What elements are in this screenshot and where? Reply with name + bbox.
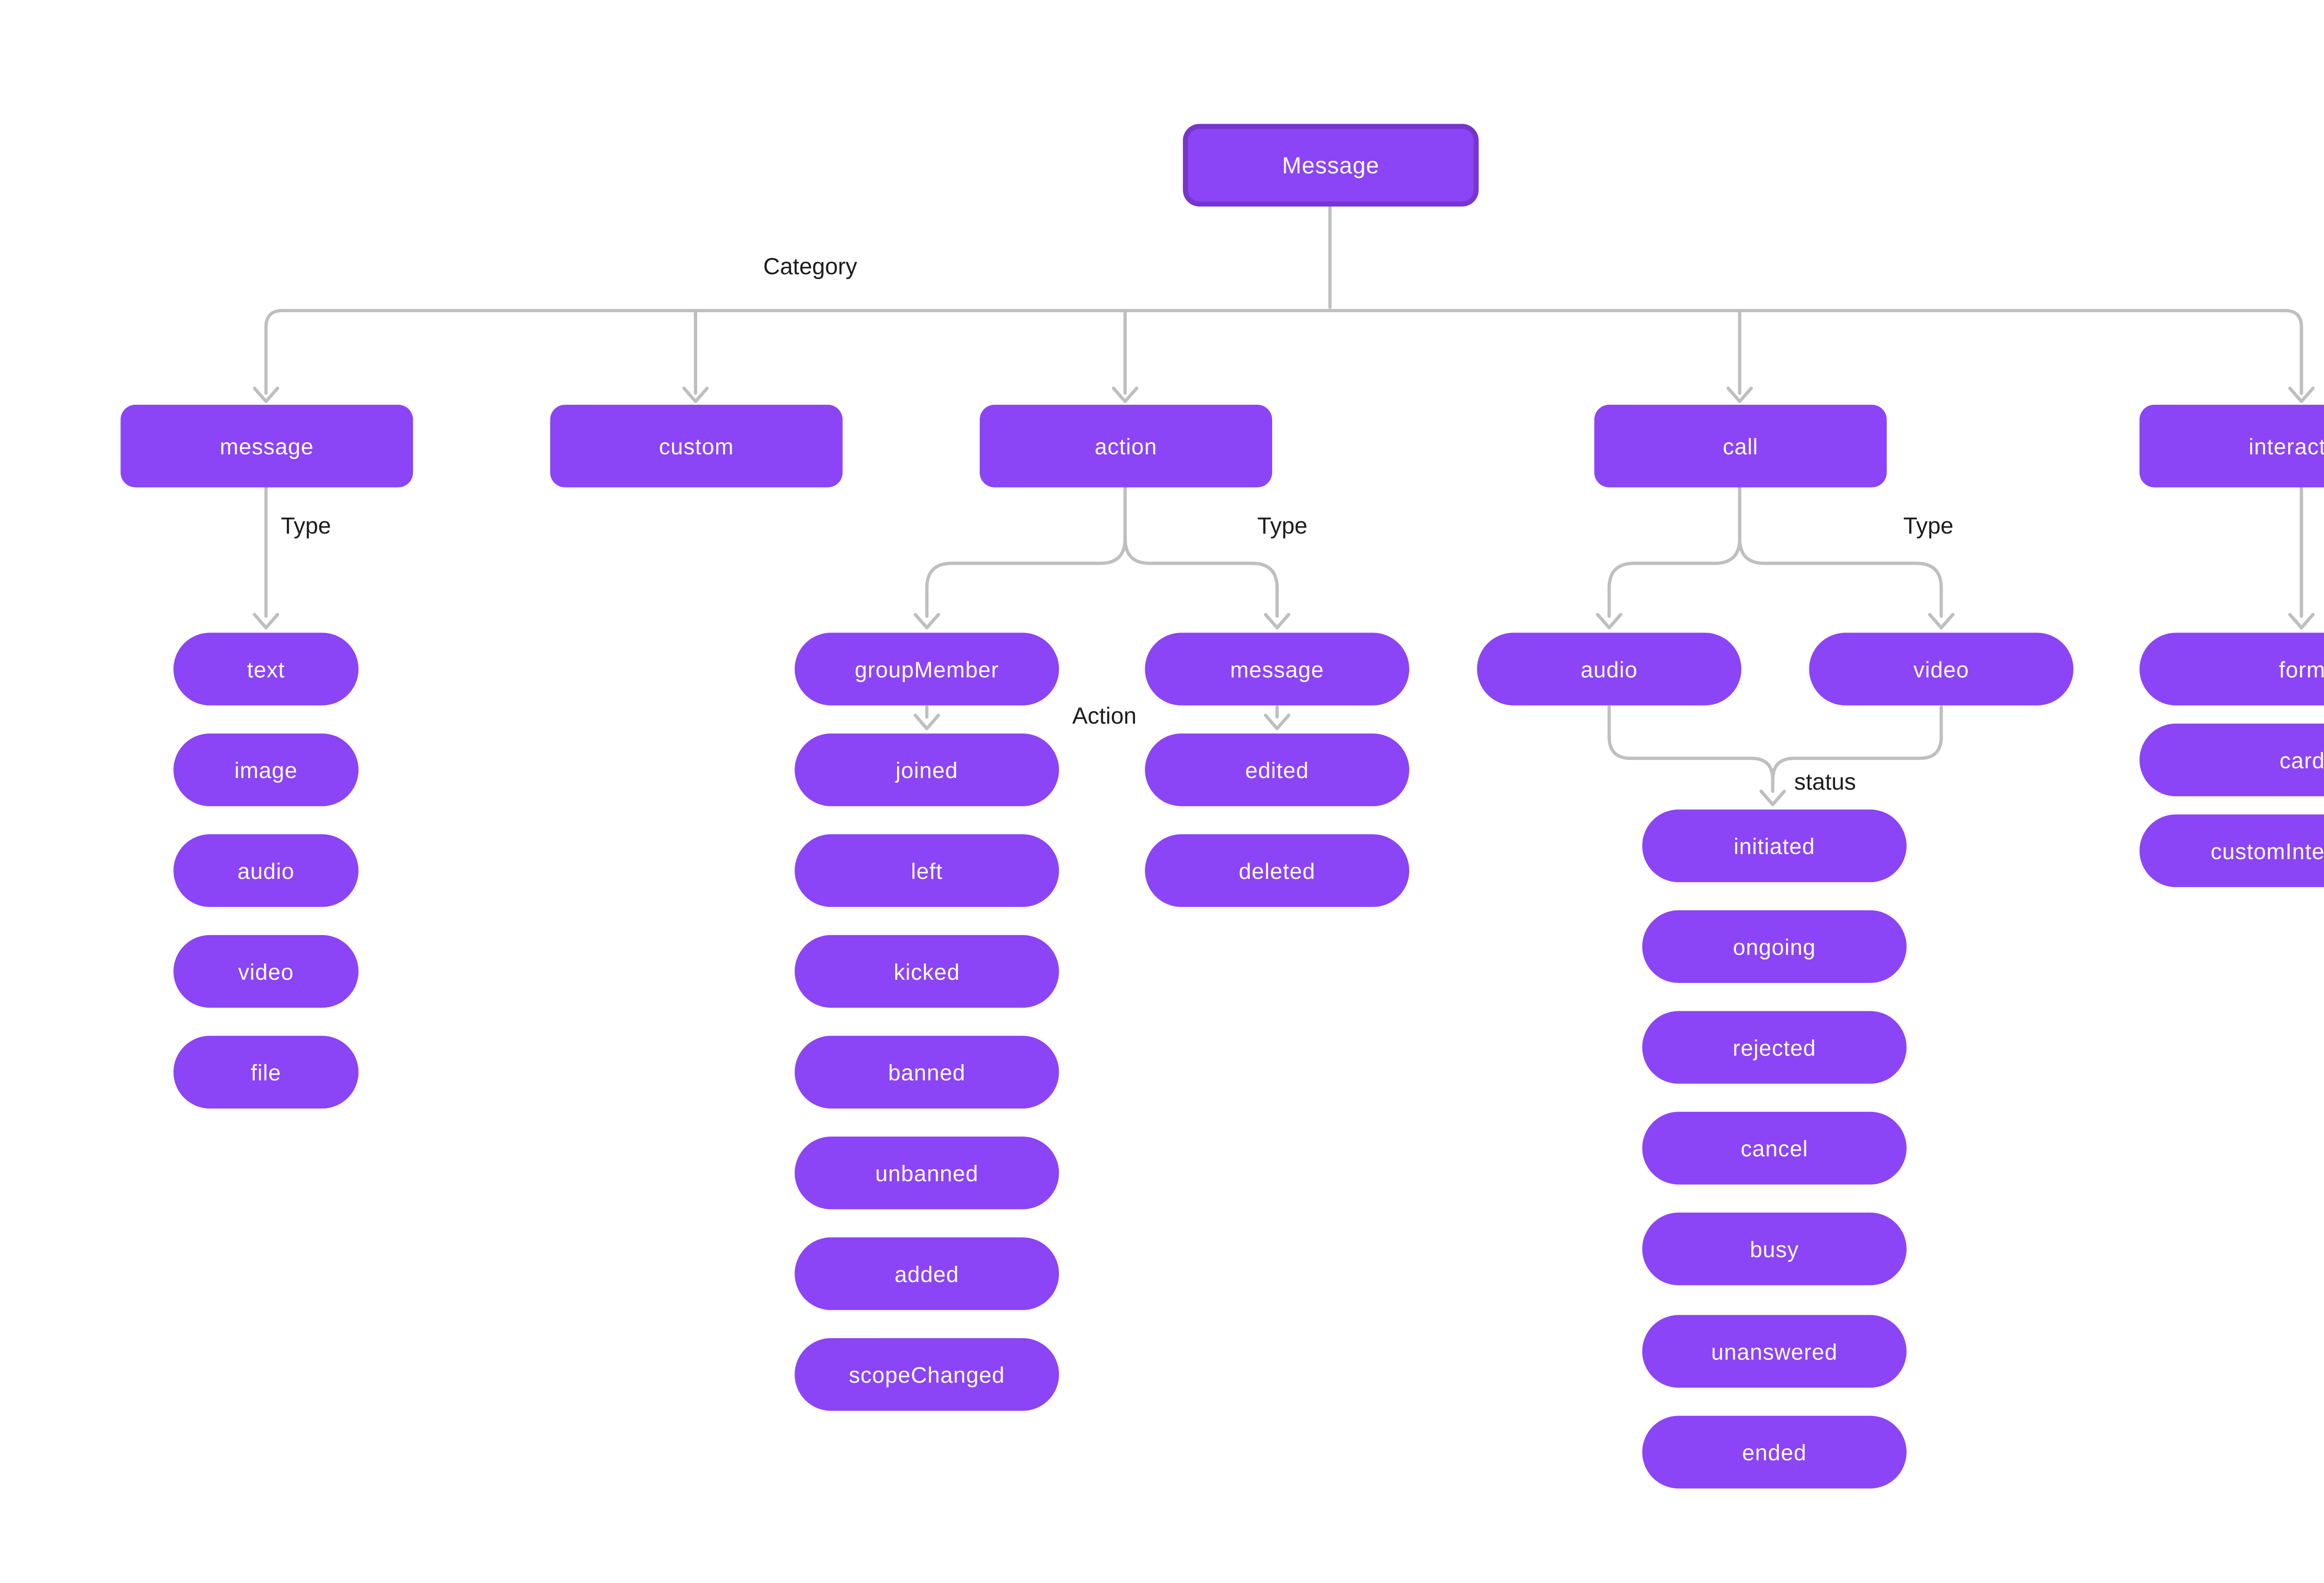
group-action-node-left: left	[794, 834, 1059, 907]
edge-category-drops	[693, 309, 1742, 395]
category-node-action: action	[979, 404, 1272, 488]
edge-call-right	[1738, 486, 1943, 618]
type-node-audio: audio	[173, 834, 359, 907]
category-node-custom: custom	[550, 404, 843, 488]
call-type-node-video: video	[1809, 633, 2073, 706]
root-node-message: Message	[1183, 124, 1479, 207]
edge-merge-left	[1607, 705, 1775, 793]
group-action-node-added: added	[794, 1237, 1059, 1310]
edge-label-action-type: Type	[1257, 512, 1307, 539]
edge-label-call-type: Type	[1903, 512, 1954, 539]
edge-label-category: Category	[763, 252, 858, 279]
edge-label-call-status: status	[1794, 768, 1856, 795]
message-action-node-edited: edited	[1145, 733, 1409, 806]
edge-action-left	[925, 486, 1127, 618]
type-node-text: text	[173, 633, 359, 706]
group-action-node-unbanned: unbanned	[794, 1136, 1059, 1209]
interactive-type-node-form: form	[2139, 633, 2324, 706]
group-action-node-banned: banned	[794, 1036, 1059, 1109]
status-node-ongoing: ongoing	[1642, 910, 1907, 983]
status-node-rejected: rejected	[1642, 1011, 1907, 1084]
interactive-type-node-card: card	[2139, 723, 2324, 797]
edge-short-stems	[925, 705, 1279, 719]
edge-label-group-member-action: Action	[1072, 702, 1137, 729]
status-node-busy: busy	[1642, 1213, 1907, 1286]
status-node-initiated: initiated	[1642, 809, 1907, 883]
category-node-interactive: interactive	[2139, 404, 2324, 488]
type-node-file: file	[173, 1036, 359, 1109]
type-node-video: video	[173, 935, 359, 1008]
edge-action-right	[1123, 486, 1279, 618]
edge-category-bus	[264, 309, 2303, 395]
call-type-node-audio: audio	[1477, 633, 1742, 706]
action-type-node-group-member: groupMember	[794, 633, 1059, 706]
action-type-node-message: message	[1145, 633, 1409, 706]
group-action-node-scope-changed: scopeChanged	[794, 1338, 1059, 1411]
edge-call-left	[1607, 486, 1742, 618]
category-node-message: message	[120, 404, 413, 488]
arrowheads	[252, 386, 2315, 806]
status-node-unanswered: unanswered	[1642, 1315, 1907, 1388]
status-node-cancel: cancel	[1642, 1112, 1907, 1185]
interactive-type-node-custom-interactive: customInteractive	[2139, 814, 2324, 887]
edge-merge-right	[1771, 705, 1943, 782]
status-node-ended: ended	[1642, 1416, 1907, 1489]
group-action-node-kicked: kicked	[794, 935, 1059, 1008]
group-action-node-joined: joined	[794, 733, 1059, 806]
message-action-node-deleted: deleted	[1145, 834, 1409, 907]
type-node-image: image	[173, 733, 359, 806]
category-node-call: call	[1594, 404, 1887, 488]
edge-label-message-type: Type	[281, 512, 331, 539]
